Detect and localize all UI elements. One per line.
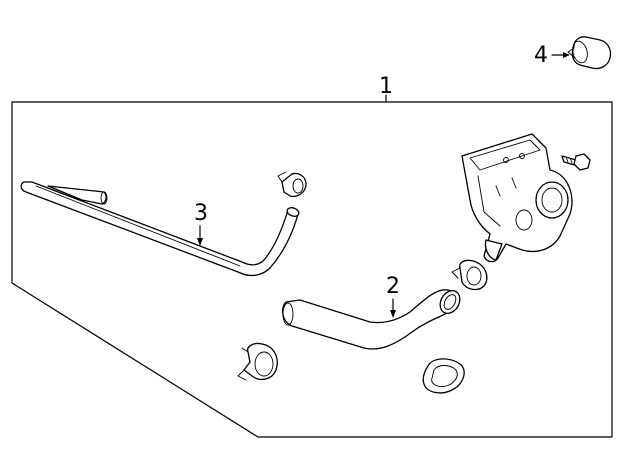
upper-hose-part: 3	[20, 181, 300, 277]
lower-clamp-left-part	[237, 342, 278, 381]
callout-4-arrow	[563, 52, 570, 58]
cap-part: 4	[534, 36, 612, 70]
upper-clamp-part	[277, 171, 307, 198]
bolt-part	[561, 153, 591, 171]
callout-3-arrow	[197, 238, 203, 246]
gasket-part	[422, 358, 465, 394]
callout-3-label: 3	[194, 201, 208, 226]
callout-2-label: 2	[386, 274, 400, 299]
assembly-boundary	[11, 101, 613, 438]
callout-1-label: 1	[379, 74, 393, 99]
callout-2-arrow	[390, 310, 396, 318]
callout-4-label: 4	[534, 43, 548, 68]
outlet-clamp-part	[451, 259, 488, 291]
outlet-housing-part	[461, 133, 573, 263]
lower-hose-part: 2	[281, 274, 461, 350]
